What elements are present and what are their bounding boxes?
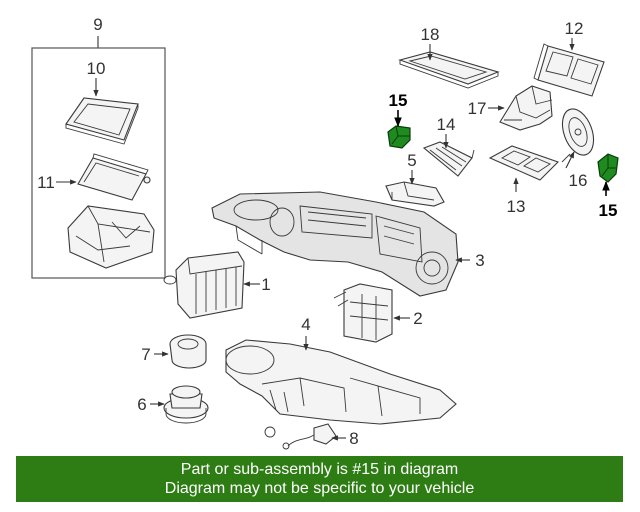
part-3-hvac-case[interactable] xyxy=(211,191,459,297)
banner-line-1: Part or sub-assembly is #15 in diagram xyxy=(180,461,459,478)
filter-housing[interactable] xyxy=(67,205,155,269)
part-15-actuator-left[interactable] xyxy=(387,125,411,149)
callout-6: 6 xyxy=(137,395,146,414)
part-7-blower-ring[interactable] xyxy=(169,334,207,369)
callout-15-left: 15 xyxy=(389,91,408,110)
callout-labels: 9 10 11 18 12 17 14 16 13 5 3 1 2 4 7 6 … xyxy=(37,15,617,448)
leader-lines xyxy=(56,38,610,441)
air-filter-group-box xyxy=(31,36,166,279)
callout-13: 13 xyxy=(507,197,526,216)
callout-4: 4 xyxy=(301,315,310,334)
part-6-blower-motor[interactable] xyxy=(163,385,209,424)
callout-8: 8 xyxy=(349,429,358,448)
callout-16: 16 xyxy=(569,171,588,190)
callout-9: 9 xyxy=(93,15,102,34)
part-8-wiring-harness[interactable] xyxy=(282,423,337,450)
callout-18: 18 xyxy=(421,25,440,44)
part-17-duct[interactable] xyxy=(499,85,553,131)
part-10-filter-element[interactable] xyxy=(65,97,139,145)
part-18-filter-tray[interactable] xyxy=(398,51,500,89)
part-12-duct-grille[interactable] xyxy=(533,43,605,97)
part-2-evaporator-core[interactable] xyxy=(333,283,393,343)
banner-line-2: Diagram may not be specific to your vehi… xyxy=(164,480,475,497)
part-info-banner: Part or sub-assembly is #15 in diagram D… xyxy=(16,456,623,502)
callout-17: 17 xyxy=(468,99,487,118)
callout-10: 10 xyxy=(87,59,106,78)
part-11-filter-cover[interactable] xyxy=(77,153,151,201)
callout-12: 12 xyxy=(565,19,584,38)
callout-14: 14 xyxy=(437,115,456,134)
callout-15-right: 15 xyxy=(599,201,618,220)
part-4-lower-case[interactable] xyxy=(225,339,457,438)
callout-1: 1 xyxy=(261,275,270,294)
part-1-heater-core[interactable] xyxy=(163,251,245,319)
part-16-actuator-cover[interactable] xyxy=(557,105,600,163)
part-5-actuator-bracket[interactable] xyxy=(385,181,445,207)
callout-7: 7 xyxy=(141,345,150,364)
callout-2: 2 xyxy=(413,309,422,328)
part-13-grille[interactable] xyxy=(488,145,560,181)
callout-3: 3 xyxy=(475,251,484,270)
callout-11: 11 xyxy=(37,173,55,192)
callout-5: 5 xyxy=(407,151,416,170)
part-14-bracket[interactable] xyxy=(422,141,475,177)
part-15-actuator-right[interactable] xyxy=(597,153,619,183)
